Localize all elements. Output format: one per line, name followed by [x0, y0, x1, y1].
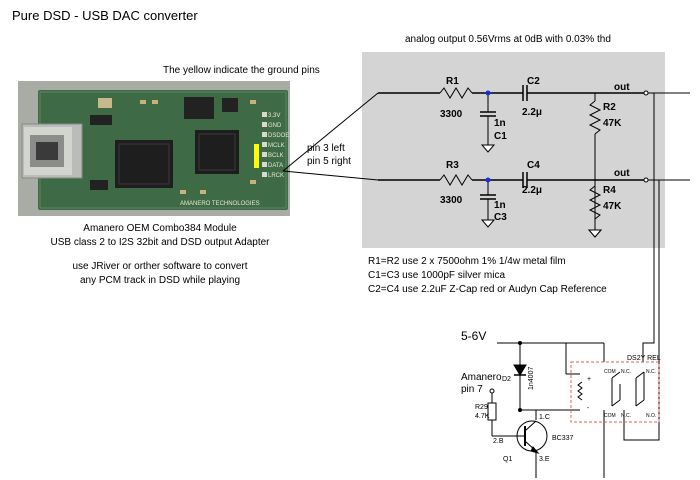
- page-title: Pure DSD - USB DAC converter: [12, 8, 198, 23]
- relay-minus: -: [587, 405, 590, 412]
- collector-junction: [518, 408, 522, 412]
- d2-part: 1n4007: [528, 367, 535, 390]
- module-name: Amanero OEM Combo384 Module: [83, 223, 237, 234]
- pin-c-label: 1.C: [539, 414, 550, 421]
- supply-junction: [518, 341, 522, 345]
- c3-label: C3: [494, 212, 507, 223]
- board-label-lrck: LRCK: [268, 173, 284, 179]
- r2-label: R2: [603, 102, 616, 113]
- yellow-note: The yellow indicate the ground pins: [163, 65, 320, 76]
- amanero-label: Amanero: [461, 372, 502, 383]
- out-label-left: out: [614, 82, 630, 93]
- supply-label: 5-6V: [461, 329, 486, 343]
- module-desc: USB class 2 to I2S 32bit and DSD output …: [50, 237, 270, 248]
- bom-line-1: R1=R2 use 2 x 7500ohm 1% 1/4w metal film: [368, 256, 566, 267]
- q1-part: BC337: [552, 435, 574, 442]
- relay-driver: [487, 342, 605, 478]
- software-note-1: use JRiver or orther software to convert: [72, 261, 248, 272]
- junction-c1: [485, 90, 491, 96]
- board-label-gnd: GND: [268, 123, 282, 129]
- relay-plus: +: [587, 376, 591, 383]
- board-text: AMANERO TECHNOLOGIES: [180, 201, 260, 207]
- relay-com-top: COM: [604, 369, 616, 375]
- pin7-terminal: [489, 388, 495, 394]
- relay-box: [570, 361, 660, 423]
- software-note-2: any PCM track in DSD while playing: [79, 275, 241, 286]
- c3-value: 1n: [494, 200, 506, 211]
- relay-com-bottom: COM: [604, 413, 616, 419]
- r1-label: R1: [446, 76, 459, 87]
- pin-note-right: pin 5 right: [307, 156, 351, 167]
- filter-panel: [362, 52, 665, 248]
- r3-label: R3: [446, 160, 459, 171]
- c4-label: C4: [527, 160, 540, 171]
- bom-line-3: C2=C4 use 2.2uF Z-Cap red or Audyn Cap R…: [368, 284, 607, 295]
- wire-left-input: [282, 92, 379, 172]
- relay-contacts: [611, 371, 645, 407]
- r3-value: 3300: [440, 195, 463, 206]
- pin-note-left: pin 3 left: [307, 143, 345, 154]
- analog-note: analog output 0.56Vrms at 0dB with 0.03%…: [405, 34, 611, 45]
- out-label-right: out: [614, 168, 630, 179]
- relay-name: DS2Y REL: [627, 355, 661, 362]
- filter-channel-left: [378, 85, 649, 238]
- board-label-mclk: MCLK: [268, 143, 285, 149]
- relay-nc-top-2: N.C.: [646, 369, 656, 375]
- pin-b-label: 2.B: [493, 438, 504, 445]
- r1-value: 3300: [440, 109, 463, 120]
- amanero-board-image: 3.3V GND DSDOE MCLK BCLK DATA LRCK AMANE…: [18, 81, 290, 216]
- board-label-bclk: BCLK: [268, 153, 284, 159]
- c4-value: 2.2μ: [522, 185, 542, 196]
- q1-label: Q1: [503, 456, 512, 463]
- board-label-data: DATA: [268, 163, 283, 169]
- r2-value: 47K: [603, 118, 622, 129]
- d2-label: D2: [502, 376, 511, 383]
- r4-label: R4: [603, 185, 616, 196]
- c1-value: 1n: [494, 118, 506, 129]
- bom-line-2: C1=C3 use 1000pF silver mica: [368, 270, 506, 281]
- r29-value: 4.7K: [475, 413, 490, 420]
- pin7-label: pin 7: [461, 384, 483, 395]
- r4-value: 47K: [603, 201, 622, 212]
- c2-value: 2.2μ: [522, 107, 542, 118]
- r29-label: R29: [475, 404, 488, 411]
- relay-nc-bottom: N.C.: [621, 413, 631, 419]
- relay-no-bottom: N.O.: [646, 413, 656, 419]
- board-label-3v3: 3.3V: [268, 113, 280, 119]
- junction-c3: [485, 177, 491, 183]
- c1-label: C1: [494, 131, 507, 142]
- board-label-dsdoe: DSDOE: [268, 133, 289, 139]
- pin-e-label: 3.E: [539, 456, 550, 463]
- wire-right-input: [282, 170, 379, 181]
- output-wires: [623, 92, 690, 441]
- ground-pin-marker: [254, 144, 259, 168]
- relay-nc-top: N.C.: [621, 369, 631, 375]
- c2-label: C2: [527, 76, 540, 87]
